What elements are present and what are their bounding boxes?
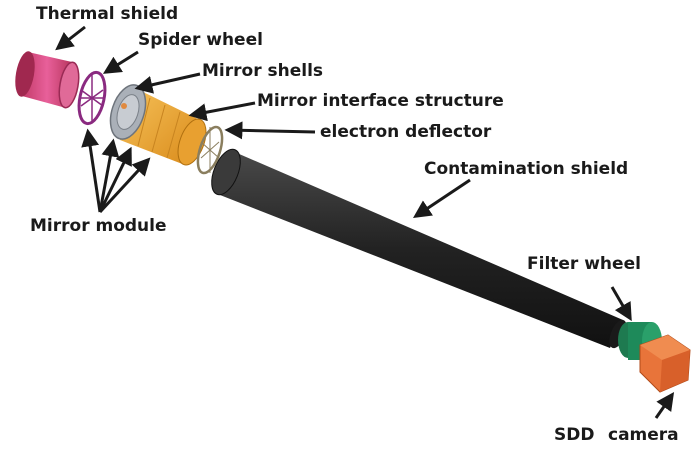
arrow-mirror-module-4 [98,157,151,214]
label-spider-wheel: Spider wheel [138,30,263,50]
spider-wheel [77,70,107,126]
label-thermal-shield: Thermal shield [36,4,179,24]
label-electron-deflector: electron deflector [320,122,492,142]
arrow-filter-wheel [610,286,632,322]
arrow-mirror-module-3 [98,146,132,213]
label-sdd: SDD [554,425,595,445]
arrow-contamination-shield [413,178,471,218]
label-mirror-interface-structure: Mirror interface structure [257,91,504,111]
arrow-thermal-shield [55,25,86,51]
label-mirror-shells: Mirror shells [202,61,324,81]
arrow-spider-wheel [102,50,139,74]
arrow-electron-deflector [224,121,316,140]
thermal-shield [15,51,80,109]
mirror-shells [109,84,147,140]
arrow-sdd-camera [654,392,675,419]
arrow-mirror-module-1 [81,128,102,213]
arrow-mirror-module-2 [98,138,120,213]
arrow-mirror-interface [188,101,256,122]
label-mirror-module: Mirror module [30,216,167,236]
arrow-mirror-shells [134,72,201,94]
label-camera: camera [608,425,679,445]
electron-deflector [196,125,224,175]
sdd-camera [639,334,691,393]
label-filter-wheel: Filter wheel [527,254,641,274]
annotation-arrows [55,25,675,419]
label-contamination-shield: Contamination shield [424,159,629,179]
